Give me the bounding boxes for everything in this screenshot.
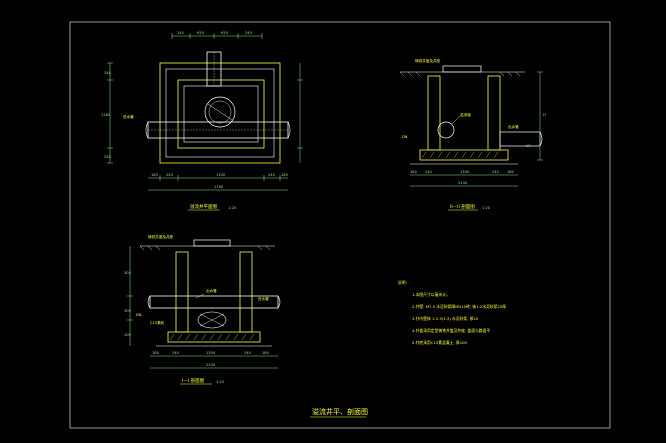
section-ii-dim-3: 1300 (460, 170, 470, 174)
plan-top-dim-4: 240 (245, 31, 253, 35)
plan-top-dim-2: 650 (197, 31, 205, 35)
section-ii-dim-4: 240 (492, 170, 500, 174)
section-i-left-dim-1: 100 (124, 333, 132, 337)
section-i-label-inlet: 进水管 (258, 296, 269, 301)
section-i-dim-1: 180 (152, 351, 160, 355)
section-ii-scale: 1:20 (482, 206, 491, 210)
sheet-title: 溢流井平、剖面图 (312, 407, 368, 416)
section-i-left-dim-2: 300 (124, 309, 132, 313)
plan-bottom-dim-4: 240 (268, 173, 276, 177)
plan-left-dim-2: 1160 (101, 113, 111, 117)
plan-bottom-dim-1: 180 (151, 173, 159, 177)
section-i-title: I—I 剖面图 (182, 377, 205, 384)
plan-top-dim-1: 240 (177, 31, 185, 35)
section-ii-view: H h2 180 240 1300 240 180 2140 铸铁井盖及井座 溢… (399, 58, 546, 211)
section-ii-dim-1: 180 (410, 170, 418, 174)
note-4: 4.井盖采用定型铸铁井盖及井座, 盖面与路面平 (412, 328, 490, 333)
plan-view-title: 溢流井平面图 (190, 203, 217, 210)
plan-bottom-dim-3: 1300 (216, 173, 226, 177)
notes-heading: 说明: (398, 280, 407, 285)
plan-bottom-dim-5: 180 (281, 173, 289, 177)
section-i-dim-2: 240 (172, 351, 180, 355)
section-ii-label-dn: DN (402, 135, 408, 139)
section-ii-top-note: 铸铁井盖及井座 (415, 58, 441, 63)
section-i-left-dim-3: 300 (124, 271, 132, 275)
plan-top-dim-3: 650 (221, 31, 229, 35)
plan-bottom-dim-2: 240 (166, 173, 174, 177)
section-i-scale: 1:20 (216, 380, 225, 384)
section-i-pipe-label: DN (136, 313, 142, 317)
section-ii-height: H (543, 113, 546, 117)
plan-view: 240 650 650 240 240 1160 240 180 240 130… (101, 31, 303, 211)
section-i-top-note: 铸铁井盖及井座 (148, 234, 174, 239)
section-i-dim-3: 1300 (206, 351, 216, 355)
section-ii-pipe-tag: h2 (526, 144, 531, 148)
plan-pipe-label: 进水管 (123, 114, 134, 119)
section-i-total: 2140 (206, 363, 216, 367)
section-ii-title: II—II 剖面图 (450, 203, 475, 210)
note-3: 3.井内壁抹 1:2.5(1:3) 水泥砂浆, 厚20 (412, 316, 479, 321)
section-ii-total: 2140 (458, 181, 468, 185)
section-i-view: 100 300 300 180 240 1300 240 180 2140 铸铁… (124, 234, 281, 385)
plan-left-dim-3: 240 (104, 155, 112, 159)
section-i-dim-5: 180 (262, 351, 270, 355)
section-ii-label-outlet: 出水管 (508, 124, 519, 129)
section-ii-dim-2: 240 (425, 170, 433, 174)
section-ii-label-weir: 溢流堰 (460, 112, 471, 117)
note-5: 5.井底采用C15素混凝土, 厚100 (412, 340, 468, 345)
section-i-label-outlet: 出水管 (206, 288, 217, 293)
plan-bottom-total: 1780 (214, 185, 224, 189)
section-i-label-concrete: C15素砼 (150, 320, 165, 325)
note-1: 1.本图尺寸以毫米计。 (412, 292, 450, 297)
plan-view-scale: 1:20 (228, 206, 237, 210)
drawing-frame (69, 21, 611, 429)
notes-block: 说明: 1.本图尺寸以毫米计。 2.井壁: M7.5 水泥砂浆砌MU10砖, 抹… (398, 280, 506, 345)
section-ii-dim-5: 180 (507, 170, 515, 174)
note-2: 2.井壁: M7.5 水泥砂浆砌MU10砖, 抹1:2水泥砂浆20厚 (412, 304, 506, 309)
plan-left-dim-1: 240 (104, 71, 112, 75)
section-i-dim-4: 240 (244, 351, 252, 355)
